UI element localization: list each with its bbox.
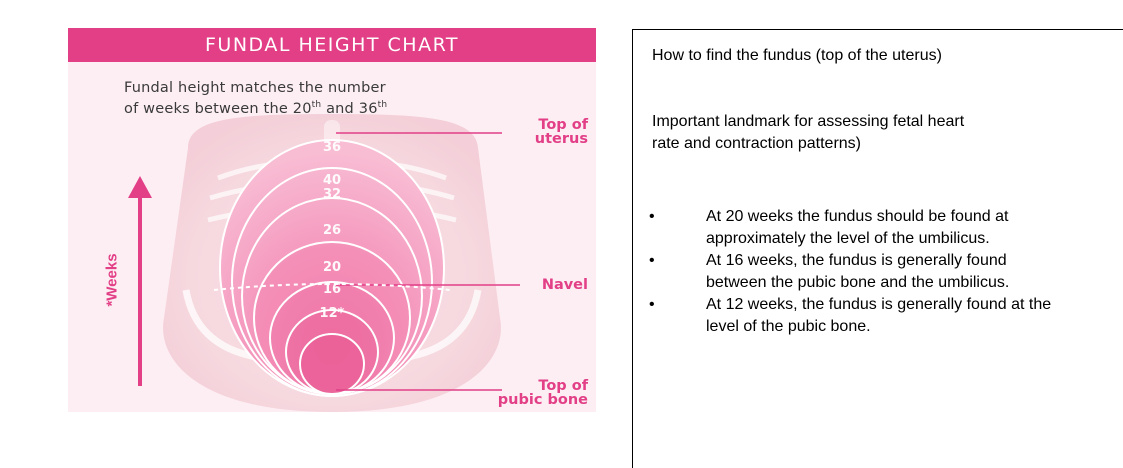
bullet-item: • At 16 weeks, the fundus is generally f… [633, 250, 1066, 294]
week-marker-20: 20 [312, 261, 352, 274]
weeks-arrow [128, 176, 152, 386]
bullet-icon: • [649, 206, 655, 228]
subtitle-line-2: of weeks between the 20th and 36th [124, 97, 584, 118]
uterus-ring-12 [300, 334, 364, 394]
weeks-axis-label: *Weeks [104, 253, 121, 306]
fundal-height-infographic: FUNDAL HEIGHT CHART Fundal height matche… [68, 28, 596, 412]
week-marker-26: 26 [312, 224, 352, 237]
week-marker-36: 36 [312, 141, 352, 154]
subtitle-line-1: Fundal height matches the number [124, 80, 584, 97]
fundus-bullet-list: • At 20 weeks the fundus should be found… [633, 226, 1123, 358]
week-marker-40: 40 [312, 174, 352, 187]
textbox-note-line-1: Important landmark for assessing fetal h… [652, 111, 964, 133]
week-marker-32: 32 [312, 188, 352, 201]
label-top-of-pubic-bone: Top of pubic bone [468, 379, 588, 407]
bullet-icon: • [649, 294, 655, 316]
label-top-of-uterus: Top of uterus [488, 118, 588, 146]
week-marker-12: 12* [312, 307, 352, 320]
chart-subtitle: Fundal height matches the number of week… [124, 80, 584, 118]
textbox-note-line-2: rate and contraction patterns) [652, 133, 861, 155]
bullet-text: At 12 weeks, the fundus is generally fou… [706, 296, 1051, 335]
bullet-text: At 20 weeks the fundus should be found a… [706, 208, 1008, 247]
fundus-notes-textbox: How to find the fundus (top of the uteru… [632, 29, 1123, 468]
bullet-icon: • [649, 250, 655, 272]
chart-title: FUNDAL HEIGHT CHART [68, 28, 596, 62]
bullet-item: • At 20 weeks the fundus should be found… [633, 206, 1066, 250]
bullet-text: At 16 weeks, the fundus is generally fou… [706, 252, 1009, 291]
label-navel: Navel [488, 278, 588, 292]
week-marker-16: 16 [312, 283, 352, 296]
textbox-heading: How to find the fundus (top of the uteru… [652, 45, 942, 67]
bullet-item: • At 12 weeks, the fundus is generally f… [633, 294, 1066, 338]
